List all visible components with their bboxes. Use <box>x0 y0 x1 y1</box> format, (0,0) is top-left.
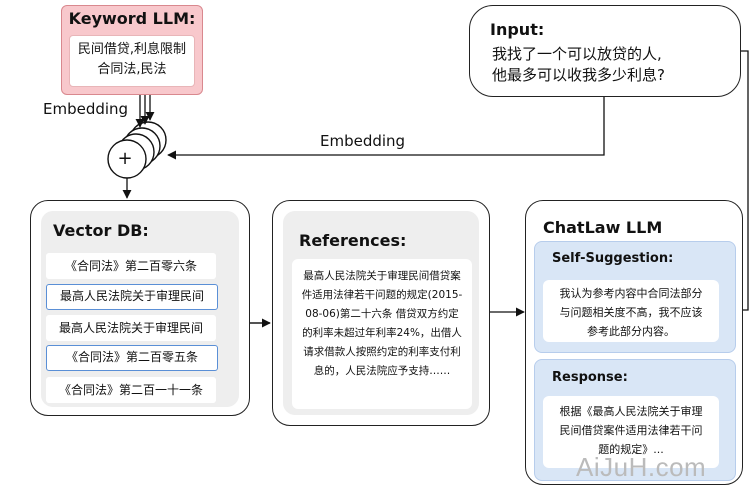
vector-db-item-highlighted: 《合同法》第二百零五条 <box>46 345 218 371</box>
references-title: References: <box>299 231 407 250</box>
arrow-input-embedding <box>167 97 605 160</box>
response-line: 题的规定》... <box>598 443 664 456</box>
vector-db-item: 《合同法》第二百零六条 <box>46 253 216 279</box>
response-text: 根据《最高人民法院关于审理 民间借贷案件适用法律若干问 题的规定》... <box>543 396 719 468</box>
keyword-llm-title: Keyword LLM: <box>68 9 196 28</box>
vector-db-item: 《合同法》第二百一十一条 <box>46 377 216 403</box>
input-query: 我找了一个可以放贷的人, 他最多可以收我多少利息? <box>492 44 665 86</box>
combine-plus-symbol: + <box>117 148 133 169</box>
references-text: 最高人民法院关于审理民间借贷案 件适用法律若干问题的规定(2015- 08-06… <box>292 259 472 409</box>
self-suggestion-section: Self-Suggestion: 我认为参考内容中合同法部分 与问题相关度不高，… <box>534 241 736 353</box>
vector-db-item: 最高人民法院关于审理民间 <box>46 315 216 341</box>
references-line: 息的，人民法院应予支持…… <box>313 365 451 377</box>
vector-db-title: Vector DB: <box>53 221 149 240</box>
self-suggestion-line: 参考此部分内容。 <box>587 325 675 338</box>
references-line: 请求借款人按照约定的利率支付利 <box>303 346 461 358</box>
references-box: References: 最高人民法院关于审理民间借贷案 件适用法律若干问题的规定… <box>272 200 490 426</box>
keyword-line: 合同法,民法 <box>97 62 167 77</box>
response-line: 民间借贷案件适用法律若干问 <box>559 424 703 437</box>
keyword-llm-output: 民间借贷,利息限制 合同法,民法 <box>69 35 195 87</box>
response-title: Response: <box>552 370 628 385</box>
embedding-label-top: Embedding <box>320 132 406 150</box>
vector-db-item-highlighted: 最高人民法院关于审理民间 <box>46 284 218 310</box>
input-title: Input: <box>490 20 545 39</box>
embedding-label-left: Embedding <box>43 100 129 118</box>
input-line: 他最多可以收我多少利息? <box>492 66 665 84</box>
references-line: 08-06)第二十六条 借贷双方约定 <box>305 308 459 320</box>
references-line: 最高人民法院关于审理民间借贷案 <box>303 270 461 282</box>
input-line: 我找了一个可以放贷的人, <box>492 45 662 63</box>
keyword-llm-box: Keyword LLM: 民间借贷,利息限制 合同法,民法 <box>61 5 203 95</box>
input-box: Input: 我找了一个可以放贷的人, 他最多可以收我多少利息? <box>469 5 741 97</box>
watermark: AiJuH.com <box>576 452 707 482</box>
self-suggestion-line: 我认为参考内容中合同法部分 <box>559 287 703 300</box>
chatlaw-title: ChatLaw LLM <box>543 218 663 237</box>
references-line: 的利率未超过年利率24%，出借人 <box>302 327 462 339</box>
self-suggestion-line: 与问题相关度不高，我不应该 <box>559 306 703 319</box>
keyword-line: 民间借贷,利息限制 <box>77 42 187 57</box>
response-section: Response: 根据《最高人民法院关于审理 民间借贷案件适用法律若干问 题的… <box>534 359 736 481</box>
chatlaw-llm-box: ChatLaw LLM Self-Suggestion: 我认为参考内容中合同法… <box>525 200 743 485</box>
self-suggestion-text: 我认为参考内容中合同法部分 与问题相关度不高，我不应该 参考此部分内容。 <box>543 280 719 342</box>
references-line: 件适用法律若干问题的规定(2015- <box>301 289 463 301</box>
self-suggestion-title: Self-Suggestion: <box>552 251 674 266</box>
response-line: 根据《最高人民法院关于审理 <box>559 405 703 418</box>
